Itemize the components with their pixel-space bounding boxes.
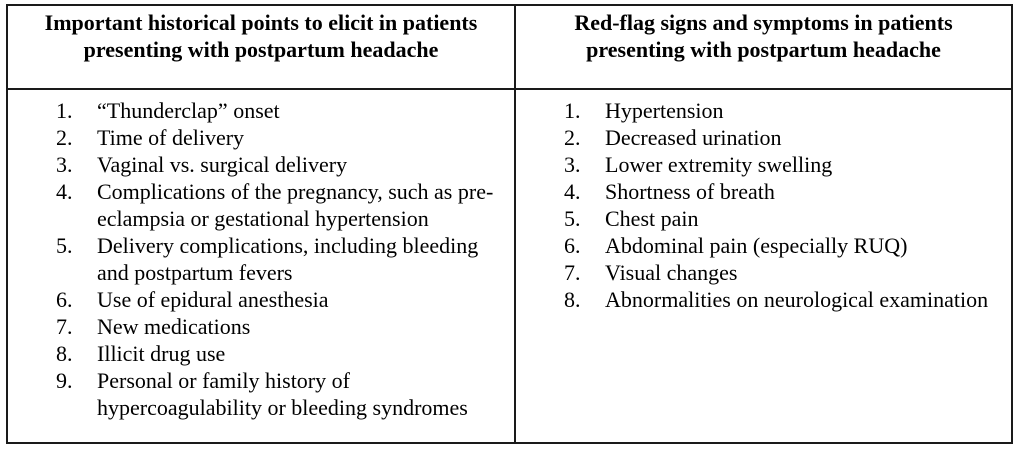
list-item: 6. Use of epidural anesthesia — [56, 286, 503, 313]
list-item: 5. Chest pain — [564, 205, 1005, 232]
list-item-text: “Thunderclap” onset — [97, 98, 280, 123]
list-item: 4. Complications of the pregnancy, such … — [56, 178, 503, 232]
red-flag-column: Red-flag signs and symptoms in patients … — [516, 6, 1011, 442]
list-item: 8. Illicit drug use — [56, 340, 503, 367]
list-item-text: Shortness of breath — [605, 179, 775, 204]
list-item: 6. Abdominal pain (especially RUQ) — [564, 232, 1005, 259]
list-item: 1. Hypertension — [564, 97, 1005, 124]
list-item: 8. Abnormalities on neurological examina… — [564, 286, 1005, 313]
list-item: 7. New medications — [56, 313, 503, 340]
red-flag-list: 1. Hypertension 2. Decreased urination 3… — [516, 90, 1011, 442]
list-item-number: 3. — [564, 152, 581, 177]
historical-points-list: 1. “Thunderclap” onset 2. Time of delive… — [8, 90, 514, 442]
list-item-number: 3. — [56, 152, 73, 177]
list-item-text: Complications of the pregnancy, such as … — [97, 179, 494, 231]
list-item: 4. Shortness of breath — [564, 178, 1005, 205]
list-item: 3. Lower extremity swelling — [564, 151, 1005, 178]
column-header-red-flags: Red-flag signs and symptoms in patients … — [516, 6, 1011, 90]
list-item-text: Abnormalities on neurological examinatio… — [605, 287, 989, 312]
list-item-number: 8. — [564, 287, 581, 312]
list-item-text: Delivery complications, including bleedi… — [97, 233, 479, 285]
list-item-number: 4. — [56, 179, 73, 204]
list-item-text: Abdominal pain (especially RUQ) — [605, 233, 908, 258]
list-item-text: Time of delivery — [97, 125, 245, 150]
list-item: 5. Delivery complications, including ble… — [56, 232, 503, 286]
list-item-text: Lower extremity swelling — [605, 152, 833, 177]
list-item-text: Visual changes — [605, 260, 738, 285]
list-item-number: 7. — [564, 260, 581, 285]
list-item: 7. Visual changes — [564, 259, 1005, 286]
historical-points-column: Important historical points to elicit in… — [8, 6, 516, 442]
list-item: 1. “Thunderclap” onset — [56, 97, 503, 124]
list-item-text: Use of epidural anesthesia — [97, 287, 329, 312]
list-item-number: 9. — [56, 368, 73, 393]
list-item-number: 6. — [564, 233, 581, 258]
list-item-number: 6. — [56, 287, 73, 312]
list-item: 3. Vaginal vs. surgical delivery — [56, 151, 503, 178]
list-item-number: 1. — [564, 98, 581, 123]
list-item-text: New medications — [97, 314, 251, 339]
list-item-number: 5. — [56, 233, 73, 258]
list-item-number: 1. — [56, 98, 73, 123]
list-item-number: 5. — [564, 206, 581, 231]
list-item: 2. Time of delivery — [56, 124, 503, 151]
list-item-text: Illicit drug use — [97, 341, 226, 366]
list-item-text: Vaginal vs. surgical delivery — [97, 152, 348, 177]
list-item-number: 8. — [56, 341, 73, 366]
list-item: 9. Personal or family history of hyperco… — [56, 367, 503, 421]
list-item-number: 2. — [56, 125, 73, 150]
postpartum-headache-table: Important historical points to elicit in… — [6, 4, 1013, 444]
list-item-number: 7. — [56, 314, 73, 339]
list-item-number: 4. — [564, 179, 581, 204]
list-item-text: Chest pain — [605, 206, 699, 231]
column-header-historical-points: Important historical points to elicit in… — [8, 6, 514, 90]
list-item-text: Personal or family history of hypercoagu… — [97, 368, 468, 420]
list-item-text: Hypertension — [605, 98, 724, 123]
list-item: 2. Decreased urination — [564, 124, 1005, 151]
list-item-number: 2. — [564, 125, 581, 150]
list-item-text: Decreased urination — [605, 125, 782, 150]
